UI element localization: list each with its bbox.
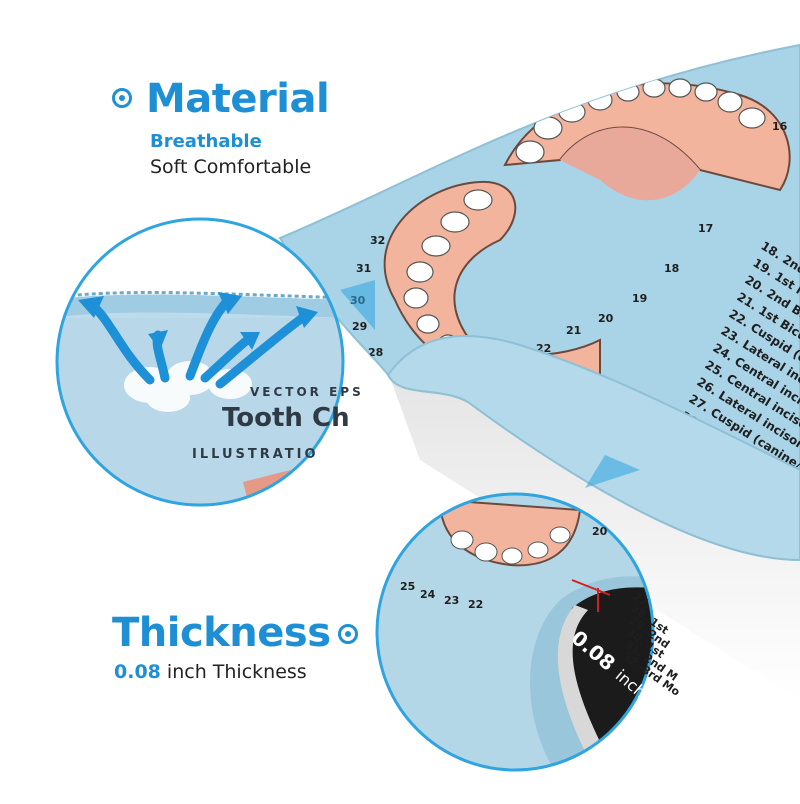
svg-text:VECTOR EPS: VECTOR EPS	[250, 385, 364, 399]
thickness-line: 0.08 inch Thickness	[114, 660, 307, 684]
material-feature: Material Breathable Soft Comfortable	[0, 0, 340, 190]
thickness-title: Thickness	[112, 610, 331, 656]
palate	[560, 127, 700, 201]
tooth-number: 31	[356, 262, 371, 275]
inset-tooth-number: 20	[592, 525, 608, 538]
zoom-connector-thickness	[585, 455, 640, 488]
tooth-number: 20	[598, 312, 614, 325]
thickness-bullet-icon	[338, 624, 358, 644]
inset-tooth-number: 23	[444, 594, 459, 607]
inset-numbers: 20 25 24 23 22	[400, 525, 608, 611]
thickness-suffix: inch Thickness	[160, 661, 307, 683]
inset-tooth-number: 25	[400, 580, 415, 593]
tooth-number: 28	[368, 346, 383, 359]
tooth-number: 29	[352, 320, 367, 333]
thickness-value: 0.08	[114, 661, 161, 683]
tooth-number: 32	[370, 234, 385, 247]
material-line1: Breathable	[150, 131, 262, 152]
tooth-number: 18	[664, 262, 679, 275]
material-bullet-icon	[112, 88, 132, 108]
zoom-connector-material	[340, 280, 375, 330]
tooth-number: 16	[772, 120, 788, 133]
svg-text:Tooth Ch: Tooth Ch	[222, 403, 350, 433]
material-title: Material	[146, 76, 330, 122]
tooth-number: 21	[566, 324, 581, 337]
mat-curl	[386, 335, 800, 562]
material-line2: Soft Comfortable	[150, 156, 312, 178]
inset-tooth-number: 22	[468, 598, 483, 611]
thickness-feature: Thickness 0.08 inch Thickness	[0, 600, 380, 700]
svg-text:ILLUSTRATIO: ILLUSTRATIO	[192, 447, 319, 462]
zoom-material-text: VECTOR EPS Tooth Ch ILLUSTRATIO	[192, 385, 364, 462]
inset-tooth-number: 24	[420, 588, 436, 601]
tooth-number: 19	[632, 292, 647, 305]
tooth-number: 17	[698, 222, 713, 235]
